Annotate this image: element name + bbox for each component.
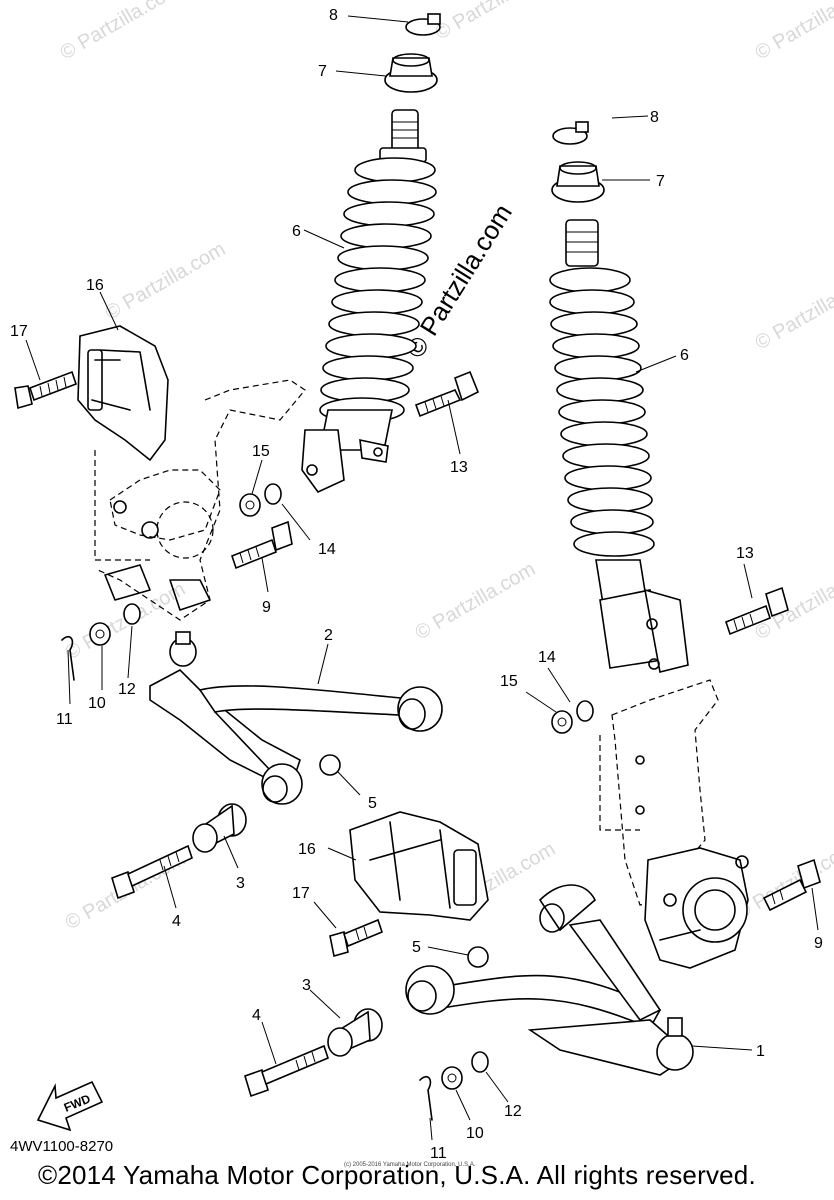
callout-15: 15	[252, 443, 270, 460]
callout-15: 15	[500, 673, 518, 690]
watermark-text: © Partzilla.com	[432, 0, 560, 44]
bolt-17-lower	[329, 918, 383, 958]
callout-13: 13	[450, 459, 468, 476]
copyright-notice: ©2014 Yamaha Motor Corporation, U.S.A. A…	[38, 1160, 756, 1190]
fwd-arrow-icon: FWD	[36, 1080, 104, 1132]
bolt-17-left	[14, 370, 78, 410]
callout-16: 16	[86, 277, 104, 294]
bolt-9-upper	[231, 520, 293, 570]
lower-arm	[405, 884, 694, 1076]
callout-1: 1	[756, 1043, 765, 1060]
bolt-9-lower	[762, 858, 821, 912]
nut-15-upper	[239, 493, 261, 517]
bolt-13-lower	[725, 586, 789, 636]
watermark-text: © Partzilla.com	[412, 558, 540, 644]
steering-knuckle-left	[94, 379, 306, 621]
callout-5: 5	[412, 939, 421, 956]
callout-17: 17	[292, 885, 310, 902]
bolt-4-upper	[111, 844, 193, 900]
bushing-3-lower	[327, 1008, 383, 1057]
callout-7: 7	[656, 173, 665, 190]
shock-absorber-left	[301, 13, 441, 494]
callout-6: 6	[292, 223, 301, 240]
callout-11: 11	[430, 1145, 447, 1162]
spring-coils	[549, 267, 655, 557]
watermark-text: © Partzilla.com	[57, 0, 185, 64]
watermark-text: © Partzilla.com	[752, 268, 834, 354]
callout-8: 8	[329, 7, 338, 24]
upper-arm	[149, 631, 443, 805]
steering-knuckle-right	[599, 679, 749, 969]
washer-12-lower	[471, 1051, 489, 1073]
callout-8: 8	[650, 109, 659, 126]
washer-12-upper	[123, 603, 141, 625]
small-copyright: (c) 2005-2016 Yamaha Motor Corporation, …	[344, 1162, 476, 1168]
bushing-3-upper	[192, 803, 247, 853]
callout-labels: 8 7 8 7 6 6 16 17 13 15 14 9 11 10 12 2 …	[10, 7, 823, 1162]
nut-5-lower	[467, 946, 489, 968]
diagram-code: 4WV1100-8270	[10, 1138, 114, 1155]
guard-left	[77, 325, 169, 462]
leader-lines	[25, 15, 819, 1141]
watermark-text: © Partzilla.com	[102, 238, 230, 324]
callout-5: 5	[368, 795, 377, 812]
callout-12: 12	[118, 681, 136, 698]
callout-3: 3	[302, 977, 311, 994]
callout-14: 14	[538, 649, 556, 666]
washer-14-upper	[264, 483, 282, 505]
shock-absorber-right	[549, 121, 689, 673]
callout-4: 4	[172, 913, 181, 930]
cotter-pin-11-upper	[61, 635, 75, 681]
cotter-pin-11-lower	[419, 1075, 433, 1121]
callout-16: 16	[298, 841, 316, 858]
nut-15-lower	[551, 710, 573, 734]
callout-3: 3	[236, 875, 245, 892]
callout-10: 10	[466, 1125, 484, 1142]
nut-5-upper	[319, 754, 341, 776]
nut-10-upper	[89, 622, 111, 646]
watermark-text: © Partzilla.com	[752, 0, 834, 64]
callout-14: 14	[318, 541, 336, 558]
watermark-layer: © Partzilla.com © Partzilla.com © Partzi…	[57, 0, 834, 934]
callout-12: 12	[504, 1103, 522, 1120]
spring-coils	[319, 157, 437, 423]
callout-9: 9	[262, 599, 271, 616]
callout-7: 7	[318, 63, 327, 80]
watermark-text: © Partzilla.com	[752, 558, 834, 644]
callout-10: 10	[88, 695, 106, 712]
callout-9: 9	[814, 935, 823, 952]
bolt-13-upper	[414, 370, 480, 418]
bolt-4-lower	[244, 1044, 329, 1098]
callout-17: 17	[10, 323, 28, 340]
washer-14-lower	[576, 700, 594, 722]
callout-4: 4	[252, 1007, 261, 1024]
callout-11: 11	[56, 711, 73, 728]
callout-6: 6	[680, 347, 689, 364]
guard-right	[349, 811, 489, 921]
callout-2: 2	[324, 627, 333, 644]
nut-10-lower	[441, 1066, 463, 1090]
callout-13: 13	[736, 545, 754, 562]
